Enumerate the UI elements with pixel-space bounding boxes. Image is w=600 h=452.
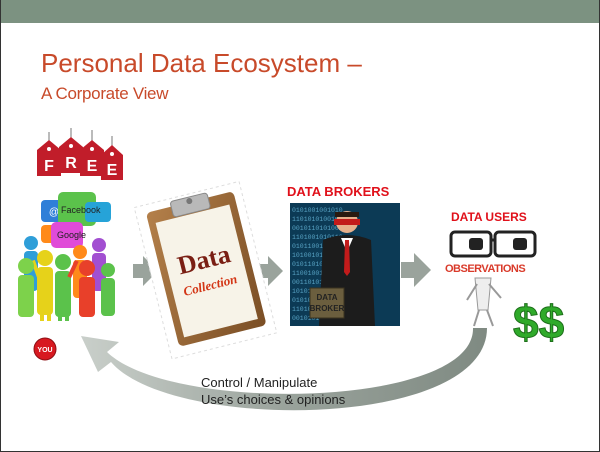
free-tag-letter: E [87, 158, 98, 175]
free-tag-letter: R [65, 155, 77, 172]
svg-text:0010110101001: 0010110101001 [292, 225, 343, 232]
data-collection-clipboard: Data Collection [133, 180, 278, 360]
money-symbol: $$ [513, 296, 565, 349]
feedback-arrow [81, 328, 487, 411]
free-tag: R [59, 128, 83, 173]
google-bubble [51, 222, 83, 248]
data-brokers-label: DATA BROKERS [287, 184, 390, 199]
free-tags: F R E E [37, 128, 123, 180]
svg-text:0101100101010: 0101100101010 [292, 243, 343, 250]
svg-text:1101010100101: 1101010100101 [292, 216, 343, 223]
social-bubbles: @ Facebook Google [41, 192, 111, 248]
flow-arrow [257, 256, 283, 286]
flow-arrow [401, 253, 431, 287]
observations-word: OBSERVATIONS [445, 263, 525, 275]
you-badge-label: YOU [37, 347, 52, 354]
broker-sign-line2: BROKER [310, 304, 345, 313]
google-label: Google [57, 230, 86, 240]
free-tag: E [101, 136, 123, 180]
data-users-figure: OBSERVATIONS [445, 230, 537, 327]
slide-subtitle: A Corporate View [41, 84, 169, 103]
people-crowd [18, 236, 115, 321]
svg-text:0011010101101: 0011010101101 [292, 279, 343, 286]
facebook-label: Facebook [61, 205, 101, 215]
flow-arrow [133, 256, 158, 286]
svg-text:0101001001010: 0101001001010 [292, 207, 343, 214]
feedback-caption-line1: Control / Manipulate [201, 375, 318, 390]
free-tag-letter: E [107, 162, 118, 179]
svg-text:1010010110100: 1010010110100 [292, 252, 343, 259]
free-tag: E [80, 130, 104, 176]
svg-text:1100100101010: 1100100101010 [292, 270, 343, 277]
broker-sign-line1: DATA [316, 293, 337, 302]
free-tag: F [37, 132, 61, 176]
feedback-caption: Control / Manipulate Use’s choices & opi… [201, 374, 345, 408]
svg-text:1101001010110: 1101001010110 [292, 234, 343, 241]
slide-title: Personal Data Ecosystem – [41, 48, 362, 78]
free-tag-letter: F [44, 158, 54, 175]
top-bar [1, 0, 599, 23]
you-badge: YOU [33, 337, 57, 361]
feedback-caption-line2: Use’s choices & opinions [201, 392, 346, 407]
svg-text:@: @ [49, 207, 59, 218]
data-users-label: DATA USERS [451, 210, 527, 224]
money-text: $$ [513, 296, 564, 348]
svg-text:0101101001011: 0101101001011 [292, 261, 343, 268]
data-broker-figure: 0101001001010 1101010100101 001011010100… [290, 203, 400, 326]
